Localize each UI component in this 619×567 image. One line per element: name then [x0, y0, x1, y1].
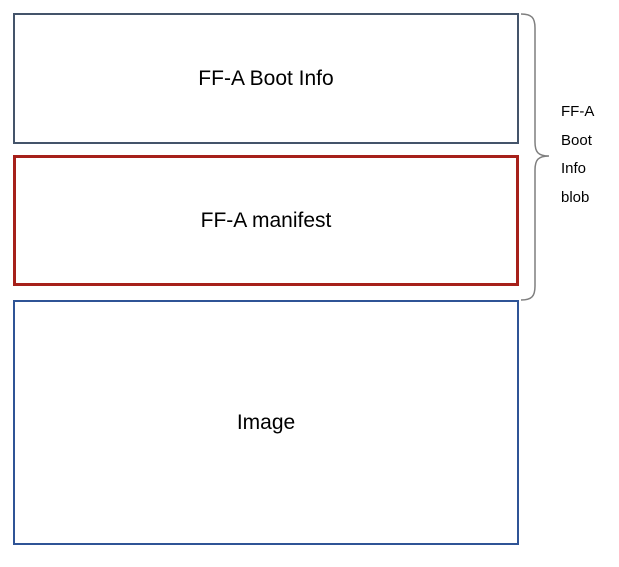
- brace-label: FF-A Boot Info blob: [561, 103, 594, 206]
- grouping-brace-icon: [520, 13, 550, 301]
- ffa-boot-info-label: FF-A Boot Info: [198, 66, 334, 90]
- grouping-brace-path: [520, 13, 550, 301]
- ffa-manifest-label: FF-A manifest: [200, 208, 332, 232]
- ffa-manifest-box: FF-A manifest: [13, 155, 519, 286]
- image-box: Image: [13, 300, 519, 545]
- ffa-boot-info-box: FF-A Boot Info: [13, 13, 519, 144]
- image-label: Image: [236, 410, 296, 434]
